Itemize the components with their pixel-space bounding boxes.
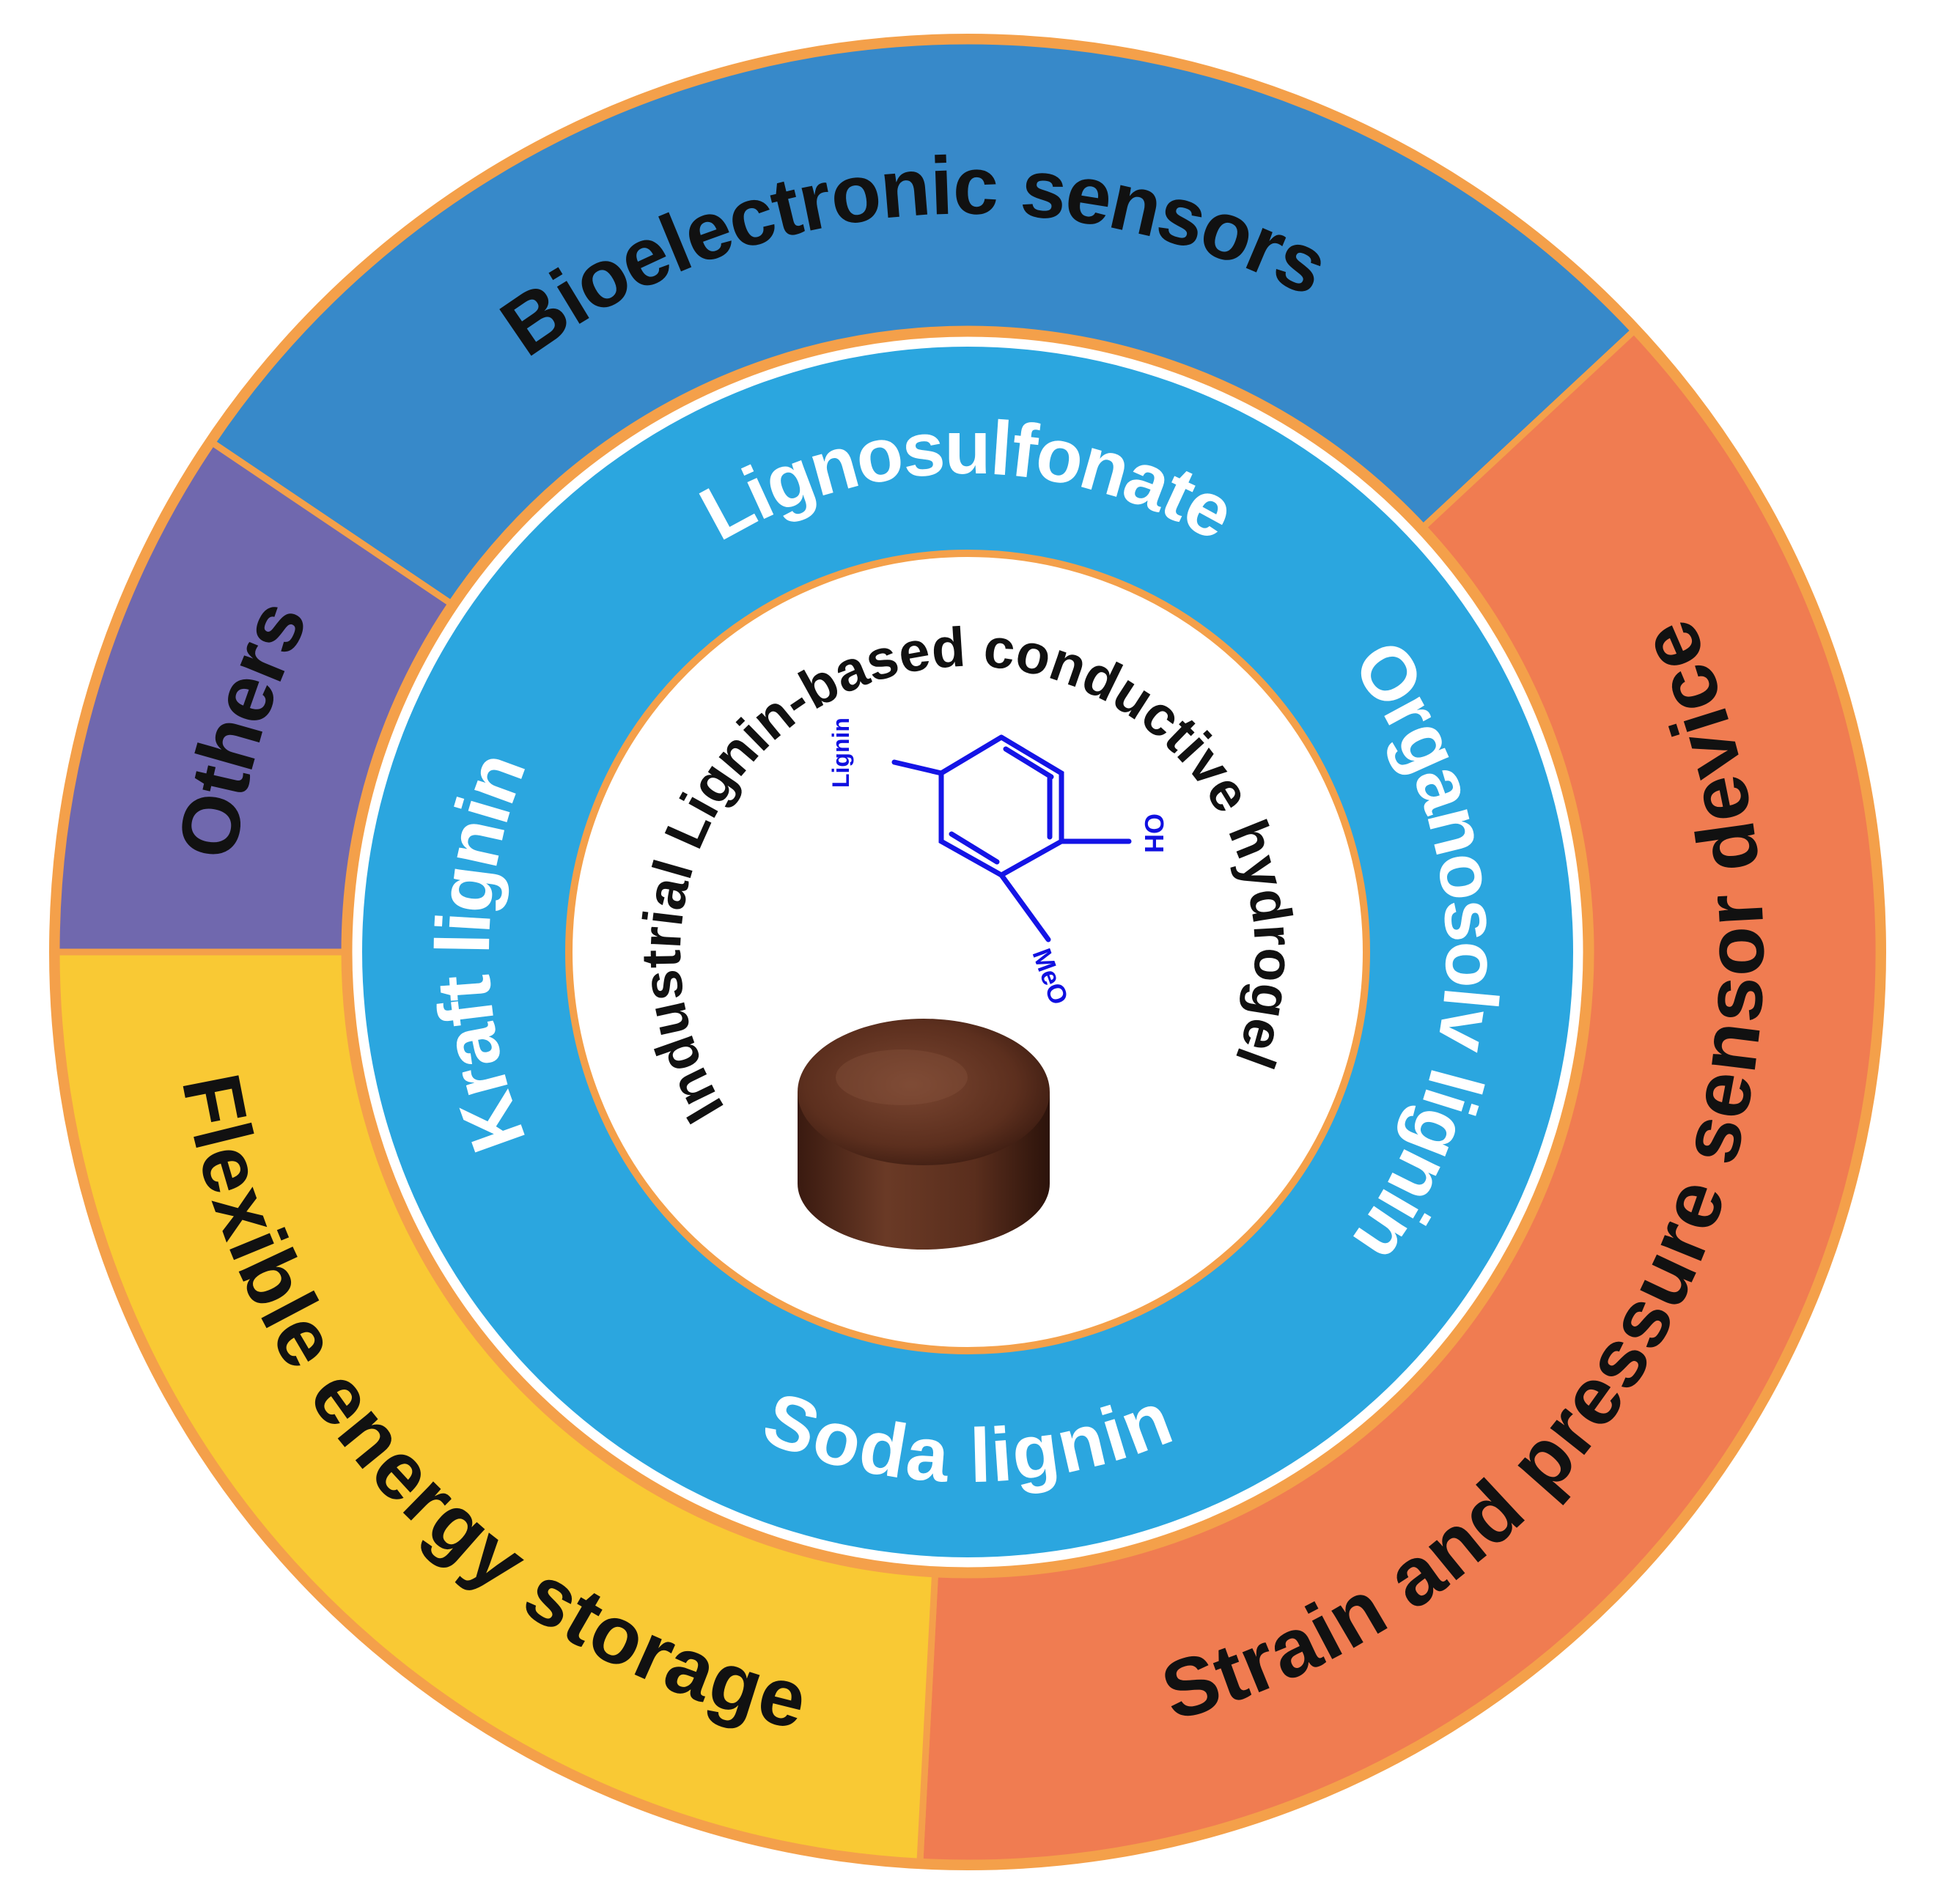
hydrogel-sample-image — [798, 1019, 1050, 1250]
outer-ring-segments — [53, 37, 1882, 1867]
outer-segment-strain-and-pressure-sensor-device — [916, 327, 1882, 1867]
outer-segment-others — [53, 439, 454, 956]
outer-segment-flexible-energy-storage — [53, 948, 939, 1865]
inner-double-bond-1 — [1003, 746, 1054, 780]
hydroxyl-label: OH — [1139, 813, 1169, 853]
outer-segment-bioelectronic-sensors — [209, 37, 1638, 608]
lignin-bond — [891, 759, 944, 776]
center-disk — [565, 550, 1370, 1354]
methoxy-bond — [998, 872, 1051, 942]
lignin-substituent-label: Lignin — [828, 717, 854, 788]
inner-double-bond-3 — [949, 831, 1000, 865]
outer-ring-frame — [49, 34, 1886, 1870]
